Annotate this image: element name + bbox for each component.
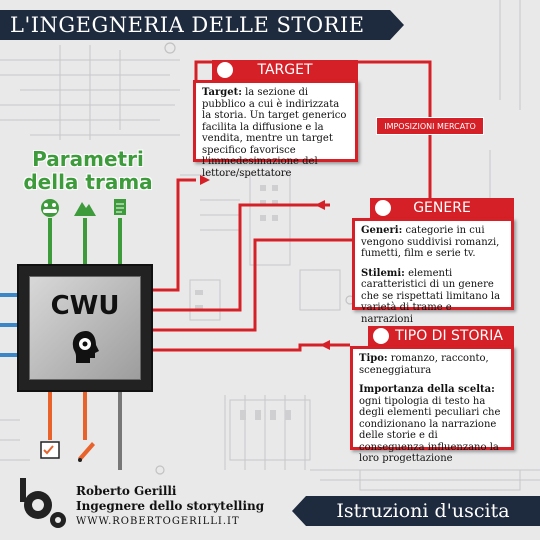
target-title: TARGET xyxy=(257,62,313,78)
tipo-text: romanzo, racconto, sceneggiatura xyxy=(359,353,489,376)
author-role: Ingegnere dello storytelling xyxy=(76,499,265,513)
target-term: Target: xyxy=(202,87,242,98)
generi-text: categorie in cui vengono suddivisi roman… xyxy=(361,225,500,259)
trace-to-target xyxy=(153,178,196,292)
cwu-chip: CWU xyxy=(17,264,153,392)
pen-icon xyxy=(78,442,95,462)
target-icon xyxy=(217,62,233,78)
chip-label: CWU xyxy=(50,291,120,321)
trace-to-genere-2 xyxy=(153,238,352,332)
people-icon xyxy=(41,199,59,217)
mountain-icon xyxy=(74,202,96,216)
stilemi-term: Stilemi: xyxy=(361,267,405,279)
tipo-panel: Tipo: romanzo, racconto, sceneggiatura I… xyxy=(350,346,514,464)
document-icon xyxy=(114,199,126,215)
target-text: la sezione di pubblico a cui è indirizza… xyxy=(202,87,347,179)
scelta-text: ogni tipologia di testo ha degli element… xyxy=(359,395,501,465)
author-block: Roberto Gerilli Ingegnere dello storytel… xyxy=(76,484,276,529)
author-logo-icon xyxy=(20,478,66,528)
genere-panel: Generi: categorie in cui vengono suddivi… xyxy=(352,218,514,325)
genere-header: GENERE xyxy=(370,198,514,218)
generi-term: Generi: xyxy=(361,225,403,236)
page-title: L'INGEGNERIA DELLE STORIE xyxy=(0,10,404,40)
rocket-icon xyxy=(375,200,391,216)
genere-title: GENERE xyxy=(413,200,471,216)
footer-title: Istruzioni d'uscita xyxy=(292,496,540,526)
scelta-term: Importanza della scelta: xyxy=(359,384,495,395)
author-name: Roberto Gerilli xyxy=(76,484,177,498)
document-icon xyxy=(373,328,389,344)
target-header: TARGET xyxy=(212,60,358,80)
author-website-link[interactable]: WWW.ROBERTOGERILLI.IT xyxy=(76,516,240,527)
target-panel: Target: la sezione di pubblico a cui è i… xyxy=(193,80,358,179)
tipo-header: TIPO DI STORIA xyxy=(368,326,514,346)
tipo-title: TIPO DI STORIA xyxy=(395,328,503,344)
checklist-icon xyxy=(40,441,60,459)
parameters-title: Parametri della trama xyxy=(23,147,153,194)
market-constraints-label: IMPOSIZIONI MERCATO xyxy=(376,117,484,135)
stilemi-text: elementi caratteristici di un genere che… xyxy=(361,267,501,325)
trace-to-genere xyxy=(153,203,330,312)
head-gear-icon xyxy=(72,331,99,363)
chip-die: CWU xyxy=(29,276,141,380)
tipo-term: Tipo: xyxy=(359,353,388,364)
